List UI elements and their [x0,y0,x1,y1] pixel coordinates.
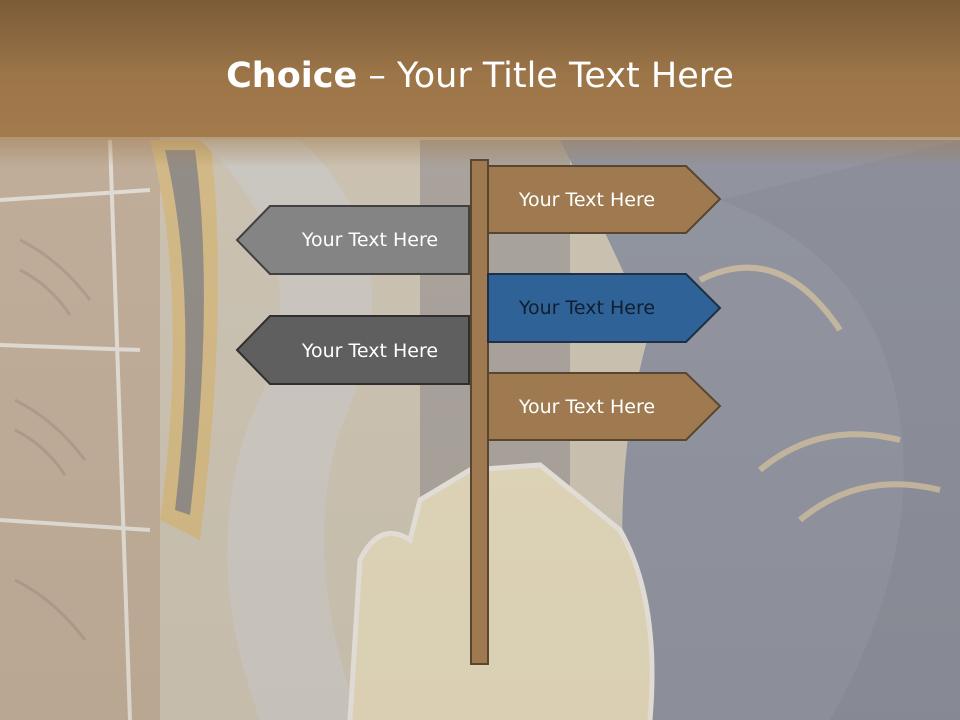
sign-right-top-label: Your Text Here [518,189,656,211]
title-strong: Choice [226,56,358,96]
sign-left-top-shape [235,205,470,275]
sign-right-top-shape [487,165,722,234]
sign-right-bottom-label: Your Text Here [518,396,656,418]
sign-left-top-label: Your Text Here [301,229,439,251]
sign-right-middle-shape [487,273,722,343]
sign-right-bottom-shape [487,372,722,441]
signpost-pole [470,159,489,665]
slide-title: Choice – Your Title Text Here [0,54,960,98]
title-rest: – Your Title Text Here [357,56,734,96]
sign-left-bottom-label: Your Text Here [301,340,439,362]
title-bar [0,0,960,137]
sign-left-bottom-shape [235,315,470,385]
sign-right-middle-label: Your Text Here [518,297,656,319]
